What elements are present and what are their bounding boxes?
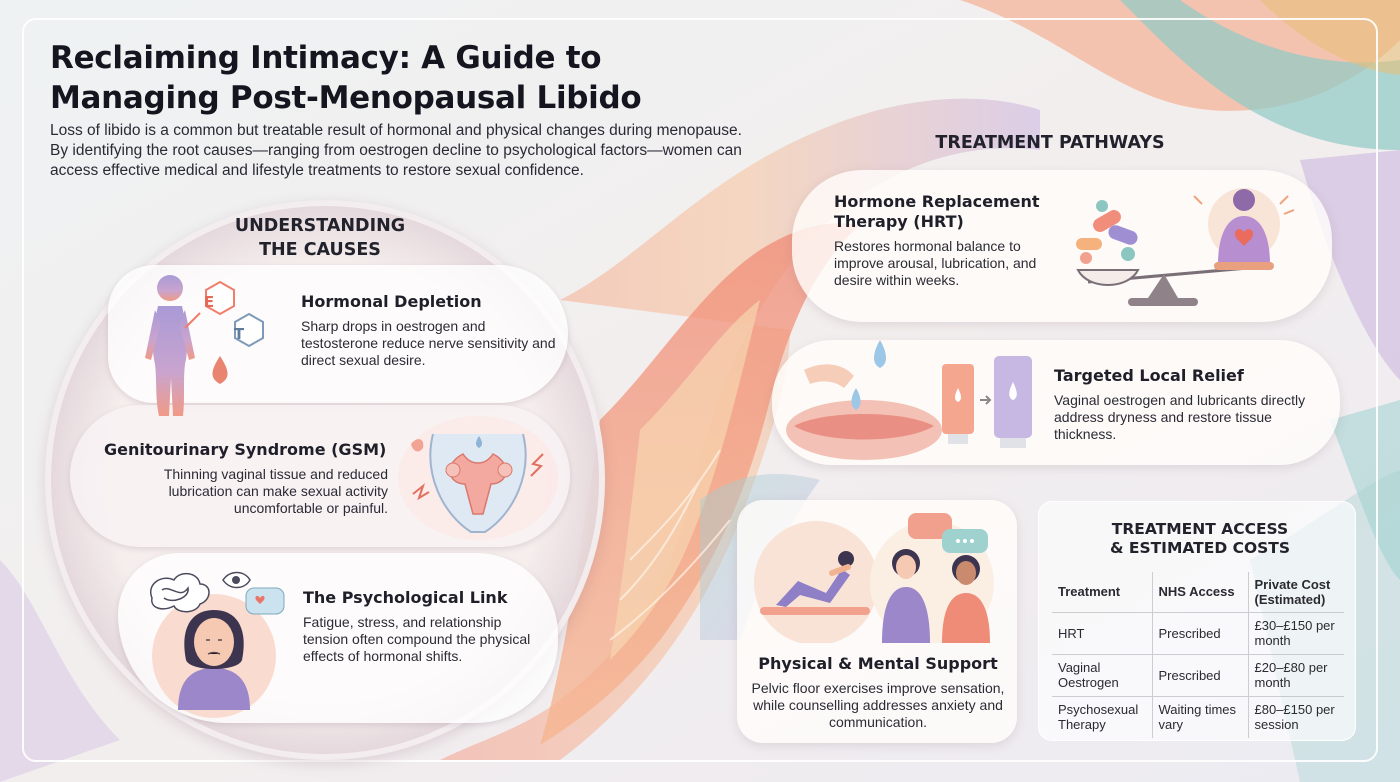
table-row: Psychosexual Therapy Waiting times vary …: [1052, 695, 1344, 738]
cost-table: Treatment NHS Access Private Cost (Estim…: [1052, 572, 1344, 738]
treatment-hrt-title-line-1: Hormone Replacement: [834, 192, 1040, 211]
cause-gsm-text: Genitourinary Syndrome (GSM) Thinning va…: [98, 440, 388, 517]
title-line-1: Reclaiming Intimacy: A Guide to: [50, 40, 602, 76]
treatment-support-description: Pelvic floor exercises improve sensation…: [751, 680, 1005, 730]
stressed-woman-icon: [149, 571, 285, 718]
treatment-local-title: Targeted Local Relief: [1054, 366, 1244, 385]
testosterone-badge-label: T: [233, 325, 245, 343]
cell-treatment: Psychosexual Therapy: [1052, 695, 1152, 738]
cause-gsm-title: Genitourinary Syndrome (GSM): [104, 440, 387, 459]
cell-private-cost: £80–£150 per session: [1247, 695, 1344, 738]
treatment-support-title: Physical & Mental Support: [758, 654, 998, 673]
treatment-hrt-title-line-2: Therapy (HRT): [834, 212, 964, 231]
page-title: Reclaiming Intimacy: A Guide to Managing…: [50, 38, 750, 118]
cause-psych-description: Fatigue, stress, and relationship tensio…: [303, 614, 531, 664]
cost-table-heading: TREATMENT ACCESS & ESTIMATED COSTS: [1060, 520, 1340, 558]
table-row: Vaginal Oestrogen Prescribed £20–£80 per…: [1052, 653, 1344, 696]
cell-treatment: HRT: [1052, 611, 1152, 654]
cause-hormonal-text: Hormonal Depletion Sharp drops in oestro…: [301, 292, 561, 369]
treatment-hrt-description: Restores hormonal balance to improve aro…: [834, 238, 1037, 288]
cell-nhs-access: Prescribed: [1151, 653, 1248, 696]
cell-private-cost: £20–£80 per month: [1247, 653, 1344, 696]
treatment-hrt-title: Hormone Replacement Therapy (HRT): [834, 192, 1074, 232]
title-line-2: Managing Post-Menopausal Libido: [50, 80, 642, 116]
oestrogen-badge-label: E: [203, 293, 215, 311]
causes-heading: UNDERSTANDING THE CAUSES: [190, 214, 450, 262]
col-header-treatment: Treatment: [1058, 584, 1121, 600]
table-row: HRT Prescribed £30–£150 per month: [1052, 611, 1344, 654]
hormone-silhouette-icon: [145, 275, 264, 416]
causes-heading-line-1: UNDERSTANDING: [234, 216, 406, 236]
treatment-hrt-text: Hormone Replacement Therapy (HRT) Restor…: [834, 192, 1074, 289]
intro-paragraph: Loss of libido is a common but treatable…: [50, 122, 742, 179]
cause-gsm-description: Thinning vaginal tissue and reduced lubr…: [163, 466, 388, 516]
treatment-local-text: Targeted Local Relief Vaginal oestrogen …: [1054, 366, 1324, 443]
cause-hormonal-title: Hormonal Depletion: [301, 292, 482, 311]
cost-table-header-row: Treatment NHS Access Private Cost (Estim…: [1052, 572, 1344, 612]
col-header-nhs-access: NHS Access: [1151, 572, 1248, 612]
cell-nhs-access: Prescribed: [1151, 611, 1248, 654]
pills-balance-icon: [1076, 188, 1295, 306]
treatment-pathways-heading: TREATMENT PATHWAYS: [935, 133, 1165, 153]
cause-psych-text: The Psychological Link Fatigue, stress, …: [303, 588, 543, 665]
lubricant-tubes-icon: [786, 340, 1032, 460]
outer-frame: [22, 18, 1378, 762]
treatment-local-description: Vaginal oestrogen and lubricants directl…: [1054, 392, 1306, 442]
cause-psych-title: The Psychological Link: [303, 588, 508, 607]
treatment-support-text: Physical & Mental Support Pelvic floor e…: [746, 654, 1010, 731]
causes-heading-line-2: THE CAUSES: [259, 240, 381, 260]
cause-hormonal-description: Sharp drops in oestrogen and testosteron…: [301, 318, 556, 368]
cell-nhs-access: Waiting times vary: [1151, 695, 1248, 738]
cell-private-cost: £30–£150 per month: [1247, 611, 1344, 654]
cost-table-heading-line-1: TREATMENT ACCESS: [1111, 520, 1289, 538]
exercise-counselling-icon: [754, 513, 994, 643]
col-header-private-cost: Private Cost (Estimated): [1247, 572, 1344, 612]
pelvic-anatomy-icon: [398, 416, 558, 540]
cost-table-heading-line-2: & ESTIMATED COSTS: [1109, 539, 1291, 557]
cell-treatment: Vaginal Oestrogen: [1052, 653, 1152, 696]
